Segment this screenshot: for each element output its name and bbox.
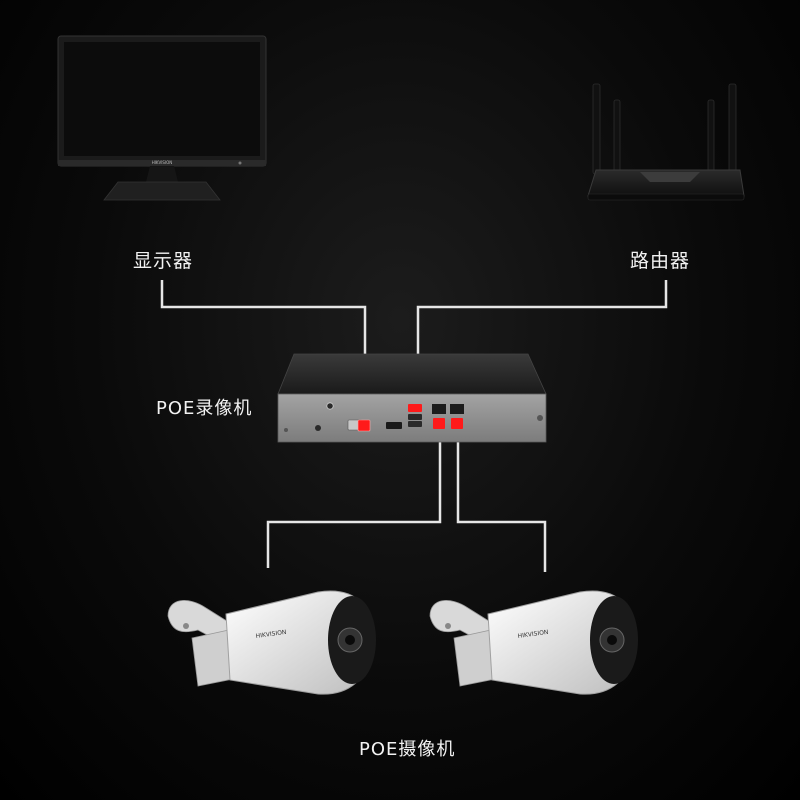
- nvr-poe-port-highlight: [451, 418, 463, 429]
- camera-brand-logo: HIKVISION: [255, 629, 287, 640]
- nvr-poe-port-highlight: [433, 418, 445, 429]
- nvr-lan-port: [432, 404, 446, 414]
- nvr-usb-port: [408, 421, 422, 427]
- router-antenna: [728, 83, 737, 175]
- router-antenna: [592, 83, 601, 175]
- nvr-recorder-icon: [277, 353, 547, 443]
- cameras-label: POE摄像机: [359, 739, 456, 760]
- poe-camera-icon: HIKVISION: [429, 590, 638, 695]
- router-antenna: [613, 99, 621, 175]
- cable-nvr-to-camera-right: [456, 428, 547, 572]
- nvr-screw: [537, 415, 543, 421]
- poe-camera-icon: HIKVISION: [167, 590, 376, 695]
- monitor-power-led: [238, 161, 242, 165]
- nvr-usb-port: [408, 404, 422, 412]
- router-antenna: [707, 99, 715, 175]
- nvr-hdmi-port: [386, 422, 402, 429]
- monitor-stand: [103, 181, 221, 201]
- nvr-power-port: [315, 425, 321, 431]
- monitor-chin: [58, 160, 266, 166]
- cable-nvr-to-camera-left: [266, 428, 442, 568]
- nvr-label: POE录像机: [156, 398, 253, 419]
- router-icon: [587, 83, 745, 201]
- nvr-audio-port: [326, 402, 334, 410]
- nvr-screw: [284, 428, 288, 432]
- camera-mount-screw: [445, 623, 451, 629]
- router-top-stripe: [640, 172, 700, 182]
- nvr-usb-port: [408, 414, 422, 420]
- monitor-brand-logo: HIKVISION: [152, 160, 173, 165]
- router-base: [587, 193, 745, 201]
- router-label: 路由器: [630, 250, 691, 272]
- monitor-neck: [146, 166, 178, 182]
- camera-lens-glass: [607, 635, 617, 645]
- nvr-top-panel: [277, 353, 547, 395]
- monitor-icon: HIKVISION: [57, 35, 267, 201]
- camera-mount-screw: [183, 623, 189, 629]
- monitor-label: 显示器: [133, 250, 194, 272]
- camera-brand-logo: HIKVISION: [517, 629, 549, 640]
- nvr-hdmi-port-highlight: [357, 419, 371, 432]
- nvr-lan-port: [450, 404, 464, 414]
- monitor-screen: [64, 42, 260, 156]
- camera-lens-glass: [345, 635, 355, 645]
